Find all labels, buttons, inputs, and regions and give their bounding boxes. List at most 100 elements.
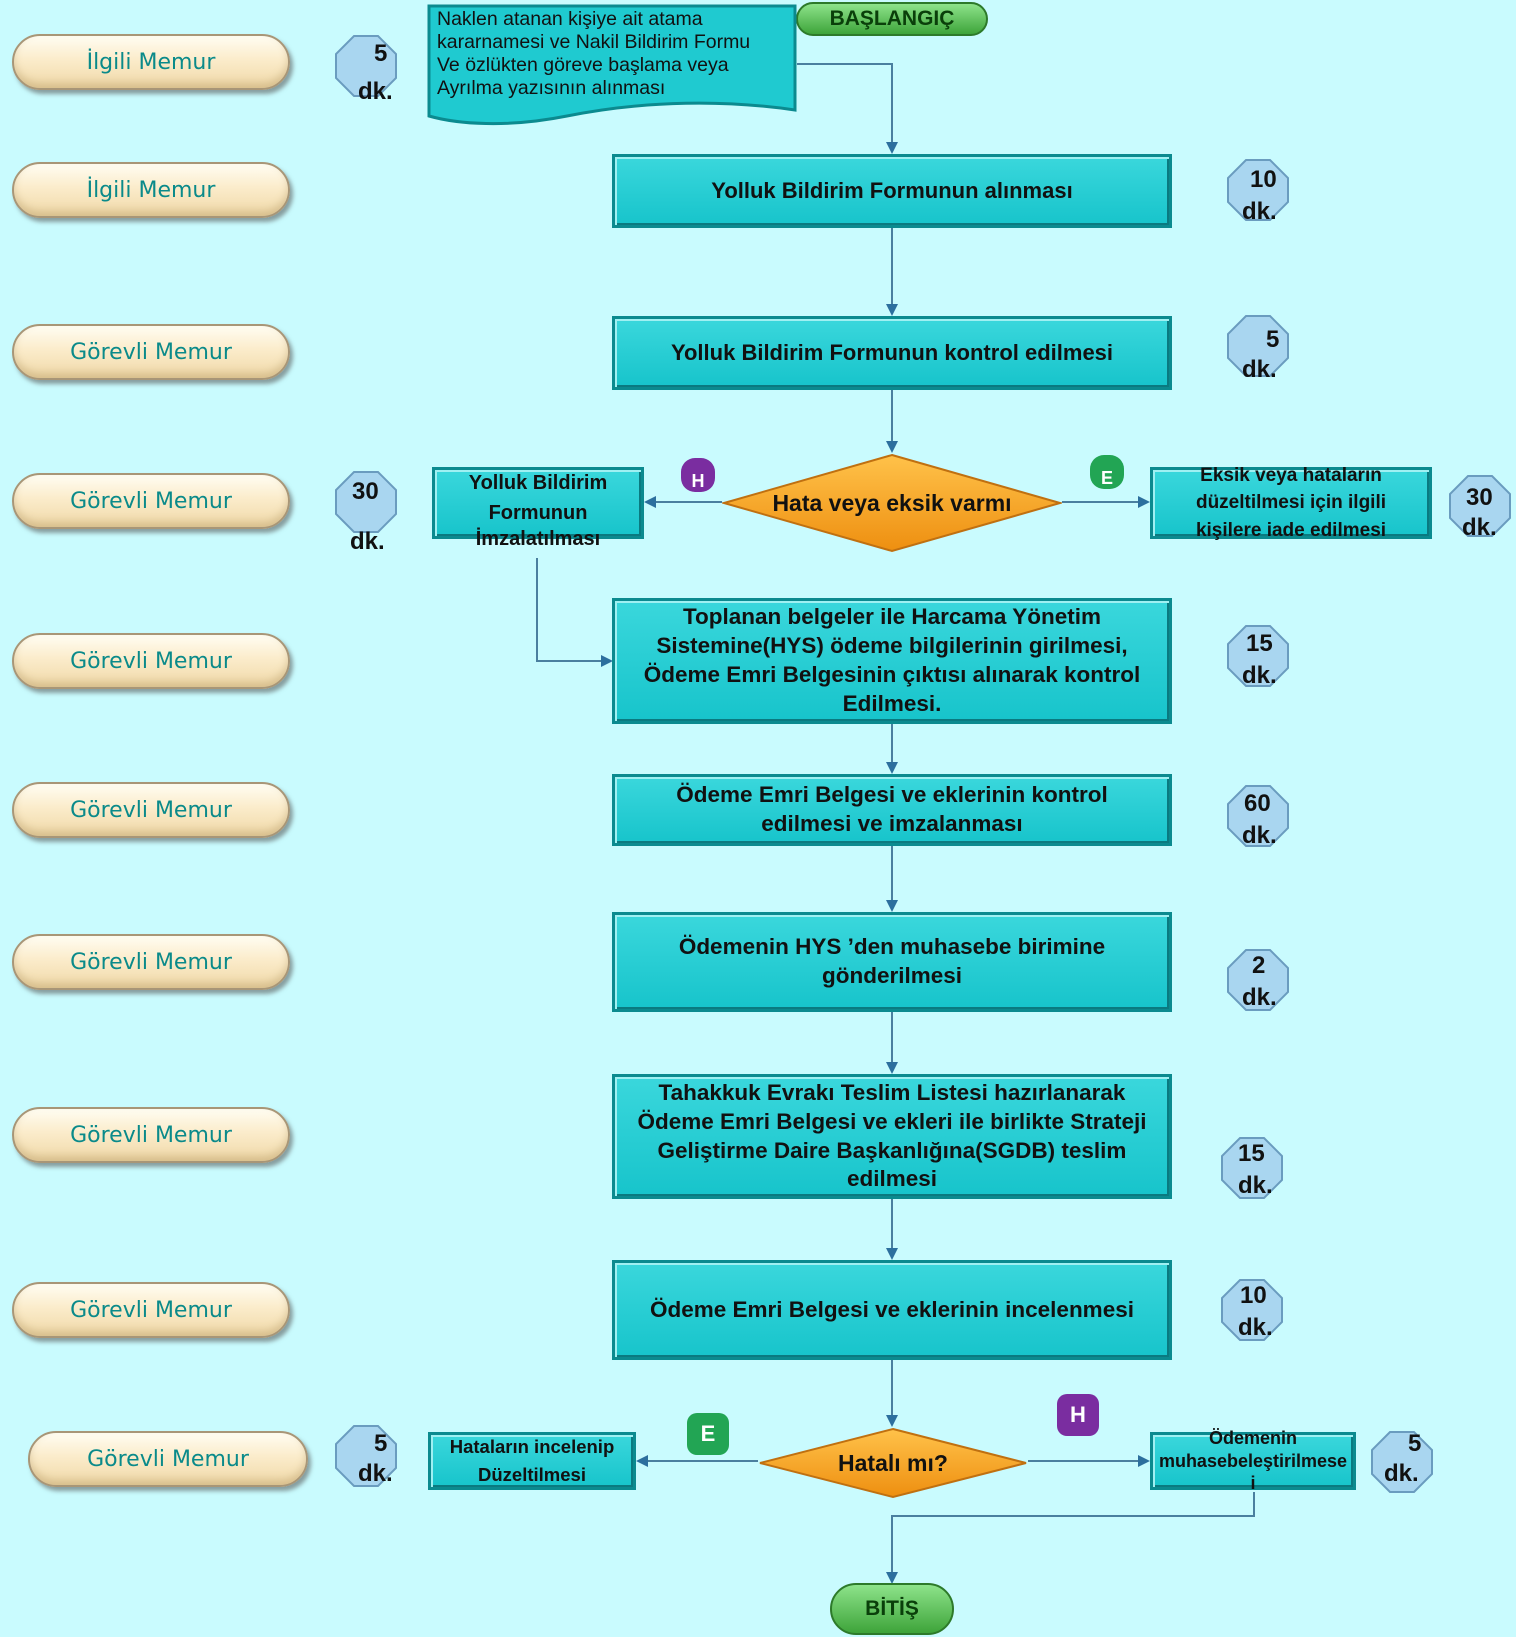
octagon-icon: [1227, 159, 1289, 221]
octagon-icon: [1227, 625, 1289, 687]
duration-number: 2: [1252, 952, 1266, 979]
diamond-shape: [759, 1427, 1027, 1499]
duration-unit: dk.: [1384, 1460, 1419, 1487]
step-text: Ödemenin HYS ’den muhasebe birimine: [678, 934, 1106, 960]
step-text: Düzeltilmesi: [478, 1464, 586, 1485]
role-label: Görevli Memur: [12, 1282, 290, 1338]
duration-badge: 15 dk.: [1220, 1136, 1284, 1200]
duration-unit: dk.: [1238, 1314, 1273, 1341]
document-text: Naklen atanan kişiye ait atama kararname…: [437, 8, 789, 100]
step-text: Ödeme Emri Belgesi ve eklerinin kontrol: [676, 782, 1108, 808]
arrow-doc-to-s1: [797, 63, 898, 154]
end-terminal: BİTİŞ: [830, 1583, 954, 1635]
duration-unit: dk.: [1242, 356, 1277, 383]
process-step: Ödemenin HYS ’den muhasebe birimine gönd…: [612, 912, 1172, 1012]
duration-badge: 5 dk.: [1226, 314, 1290, 383]
duration-badge: 5 dk.: [1370, 1430, 1434, 1494]
process-step: Yolluk Bildirim Formunun alınması: [612, 154, 1172, 228]
diamond-shape: [722, 453, 1062, 553]
duration-badge: 5 dk.: [334, 34, 398, 105]
role-label: Görevli Memur: [28, 1431, 308, 1487]
duration-unit: dk.: [1238, 1172, 1273, 1199]
document-shape: [427, 4, 797, 126]
start-terminal: BAŞLANGIÇ: [796, 2, 988, 36]
step-text: gönderilmesi: [821, 963, 963, 988]
process-step: Ödeme Emri Belgesi ve eklerinin kontrol …: [612, 774, 1172, 846]
duration-unit: dk.: [1242, 822, 1277, 849]
step-text: düzeltilmesi için ilgili: [1195, 492, 1387, 514]
duration-unit: dk.: [358, 1460, 393, 1487]
duration-badge: 60 dk.: [1226, 784, 1290, 849]
decision-text: Hatalı mı?: [838, 1449, 948, 1476]
decision-error-or-missing: Hata veya eksik varmı: [722, 453, 1062, 553]
duration-unit: dk.: [358, 78, 393, 105]
duration-unit: dk.: [350, 528, 385, 555]
step-text: Geliştirme Daire Başkanlığına(SGDB) tesl…: [657, 1137, 1127, 1163]
role-label: Görevli Memur: [12, 934, 290, 990]
step-text: Ödeme Emri Belgesi ve ekleri ile birlikt…: [637, 1108, 1147, 1134]
step-text: Hataların incelenip: [449, 1436, 615, 1458]
octagon-icon: [335, 35, 397, 97]
no-tag: H: [681, 458, 715, 492]
role-label: İlgili Memur: [12, 162, 290, 218]
duration-number: 5: [1266, 326, 1280, 353]
role-label: Görevli Memur: [12, 473, 290, 529]
duration-number: 15: [1246, 630, 1273, 657]
step-text: edilmesi: [846, 1166, 938, 1192]
step-text: i: [1250, 1473, 1256, 1494]
fix-step: Hataların incelenip Düzeltilmesi: [428, 1432, 636, 1490]
step-text: Yolluk Bildirim Formunun alınması: [711, 177, 1073, 203]
step-text: Tahakkuk Evrakı Teslim Listesi hazırlana…: [658, 1079, 1126, 1105]
octagon-icon: [1371, 1431, 1433, 1493]
duration-unit: dk.: [1242, 984, 1277, 1011]
process-step: Tahakkuk Evrakı Teslim Listesi hazırlana…: [612, 1074, 1172, 1199]
return-step: Eksik veya hataların düzeltilmesi için i…: [1150, 465, 1432, 541]
document-line: kararnamesi ve Nakil Bildirim Formu: [437, 31, 751, 53]
duration-number: 10: [1250, 166, 1277, 193]
octagon-icon: [1449, 475, 1511, 537]
step-text: edilmesi ve imzalanması: [761, 811, 1023, 836]
role-label: Görevli Memur: [12, 324, 290, 380]
duration-number: 30: [1466, 484, 1493, 511]
duration-badge: 10 dk.: [1220, 1278, 1284, 1342]
step-text: Eksik veya hataların: [1200, 464, 1382, 486]
octagon-icon: [335, 1425, 397, 1487]
duration-unit: dk.: [1462, 514, 1497, 541]
sign-step: Yolluk Bildirim Formunun İmzalatılması: [432, 467, 644, 550]
role-label: Görevli Memur: [12, 633, 290, 689]
octagon-icon: [1227, 315, 1289, 377]
document-line: Naklen atanan kişiye ait atama: [437, 8, 703, 30]
duration-badge: 30 dk.: [334, 470, 398, 555]
duration-badge: 10 dk.: [1226, 158, 1290, 225]
arrow-account-to-end: [886, 1492, 1255, 1584]
duration-unit: dk.: [1242, 198, 1277, 225]
duration-unit: dk.: [1242, 662, 1277, 689]
yes-tag: E: [1090, 455, 1124, 489]
duration-number: 15: [1238, 1140, 1265, 1167]
octagon-icon: [1221, 1279, 1283, 1341]
input-document: Naklen atanan kişiye ait atama kararname…: [427, 4, 797, 126]
duration-badge: 15 dk.: [1226, 624, 1290, 689]
decision-has-errors: Hatalı mı?: [758, 1427, 1028, 1499]
duration-number: 10: [1240, 1282, 1267, 1309]
role-label: Görevli Memur: [12, 782, 290, 838]
duration-badge: 30 dk.: [1448, 474, 1512, 541]
step-text: muhasebeleştirilmese: [1158, 1450, 1348, 1471]
duration-number: 5: [1408, 1430, 1422, 1457]
octagon-icon: [1227, 949, 1289, 1011]
octagon-icon: [1227, 785, 1289, 847]
process-step: Yolluk Bildirim Formunun kontrol edilmes…: [612, 316, 1172, 390]
duration-badge: 2 dk.: [1226, 948, 1290, 1012]
duration-number: 30: [352, 478, 379, 505]
duration-number: 60: [1244, 790, 1271, 817]
role-label: İlgili Memur: [12, 34, 290, 90]
process-step: Toplanan belgeler ile Harcama Yönetim Si…: [612, 598, 1172, 724]
role-label: Görevli Memur: [12, 1107, 290, 1163]
document-line: Ayrılma yazısının alınması: [437, 77, 666, 99]
step-text: Yolluk Bildirim: [468, 472, 608, 494]
step-text: Toplanan belgeler ile Harcama Yönetim: [682, 604, 1102, 630]
arrow-sign-to-s3: [536, 558, 613, 667]
step-text: Yolluk Bildirim Formunun kontrol edilmes…: [670, 339, 1114, 365]
step-text: Ödeme Emri Belgesinin çıktısı alınarak k…: [643, 662, 1141, 687]
